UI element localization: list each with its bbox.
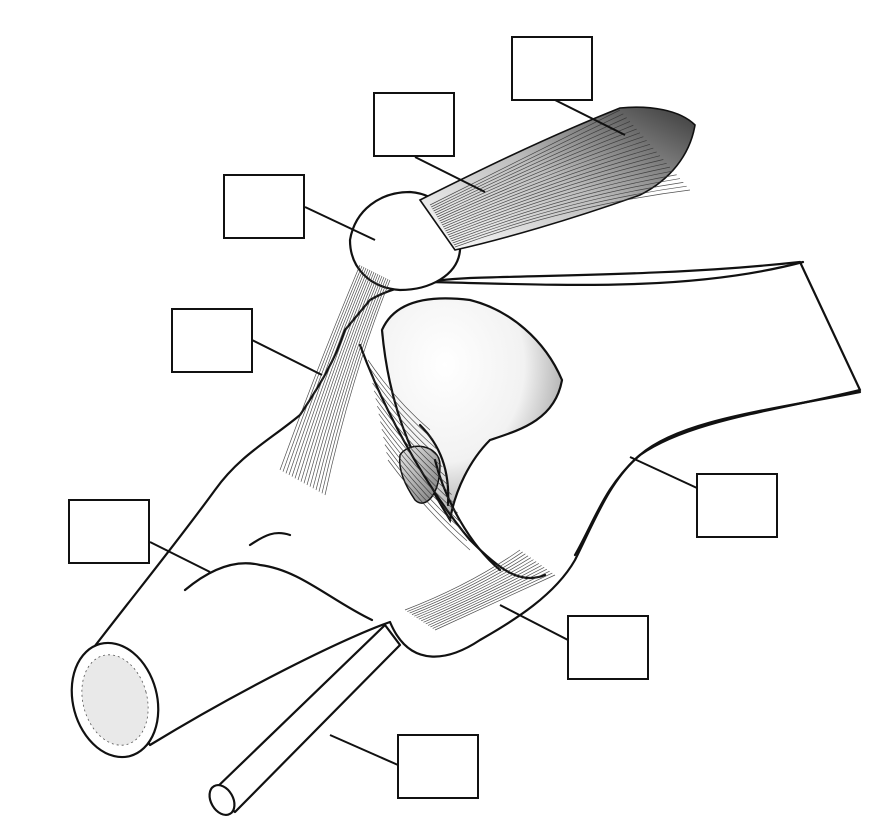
label-box-1[interactable] [512, 37, 592, 100]
label-box-6[interactable] [697, 474, 777, 537]
label-box-2[interactable] [374, 93, 454, 156]
label-box-7[interactable] [568, 616, 648, 679]
label-box-5[interactable] [69, 500, 149, 563]
label-box-4[interactable] [172, 309, 252, 372]
muscle-fan [420, 107, 695, 250]
label-box-8[interactable] [398, 735, 478, 798]
label-box-3[interactable] [224, 175, 304, 238]
